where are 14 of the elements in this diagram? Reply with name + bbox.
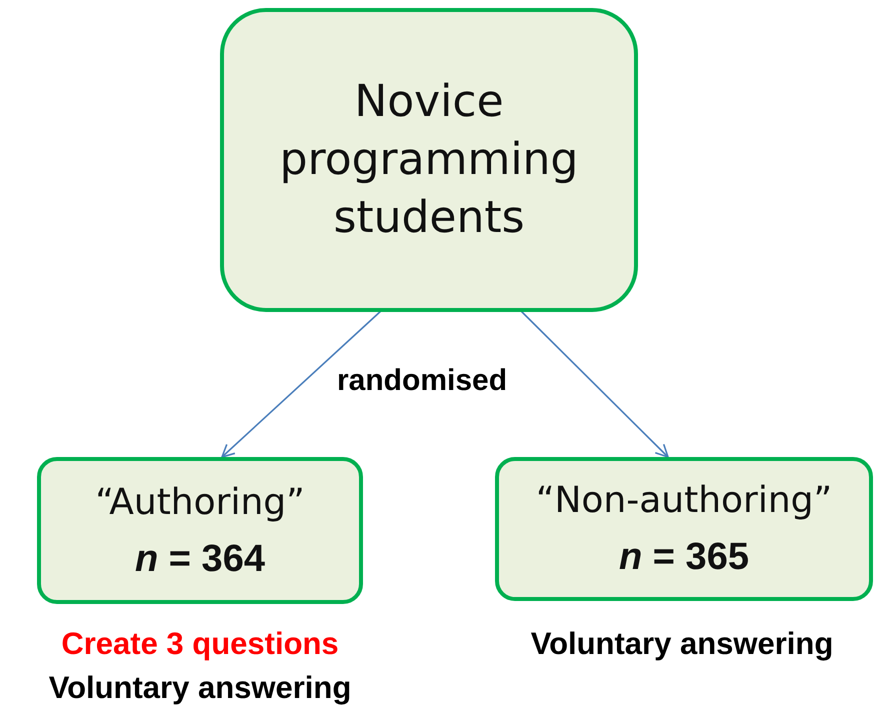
box-title: Novice programming students	[278, 75, 580, 245]
process-box	[37, 457, 363, 604]
randomisation-note: randomised	[337, 364, 508, 398]
sample-size: n = 365	[619, 535, 749, 580]
box-title: “Non-authoring”	[536, 479, 832, 523]
sample-size: n = 364	[135, 536, 265, 582]
group-note: Create 3 questions	[60, 625, 340, 663]
process-box	[220, 8, 638, 312]
box-title: “Authoring”	[95, 480, 305, 524]
group-note: Voluntary answering	[48, 669, 352, 707]
arrow	[519, 309, 669, 458]
group-note: Voluntary answering	[530, 625, 834, 663]
process-box	[495, 457, 873, 601]
arrow	[221, 309, 383, 458]
